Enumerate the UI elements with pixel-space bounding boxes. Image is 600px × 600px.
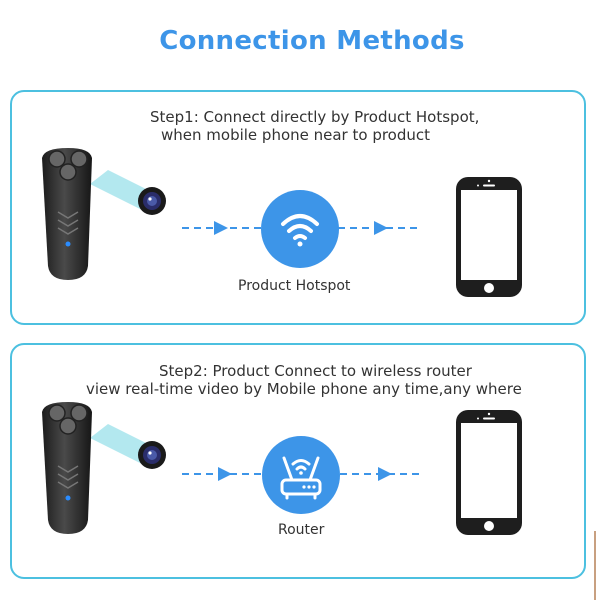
step1-line2: when mobile phone near to product: [161, 126, 431, 144]
page-title: Connection Methods: [159, 26, 465, 56]
step2-hub-label: Router: [278, 522, 325, 538]
edge-divider: [594, 531, 596, 600]
router-icon: [280, 456, 322, 500]
step2-line2: view real-time video by Mobile phone any…: [86, 380, 522, 398]
step1-line1: Step1: Connect directly by Product Hotsp…: [150, 108, 480, 126]
wifi-hotspot-hub: [261, 190, 339, 268]
router-hub: [262, 436, 340, 514]
step1-arrow-in: [182, 221, 264, 235]
wifi-icon: [281, 214, 319, 247]
step2-description: Step2: Product Connect to wireless route…: [86, 362, 522, 398]
step2-arrow-out: [340, 467, 420, 481]
step2-arrow-in: [182, 467, 264, 481]
smartphone-icon: [456, 177, 522, 297]
shaver-camera-icon: [42, 148, 166, 280]
step2-line1: Step2: Product Connect to wireless route…: [159, 362, 472, 380]
smartphone-icon: [456, 410, 522, 535]
step1-arrow-out: [338, 221, 418, 235]
step1-hub-label: Product Hotspot: [238, 278, 351, 294]
step1-description: Step1: Connect directly by Product Hotsp…: [150, 108, 479, 144]
shaver-camera-icon: [42, 402, 166, 534]
